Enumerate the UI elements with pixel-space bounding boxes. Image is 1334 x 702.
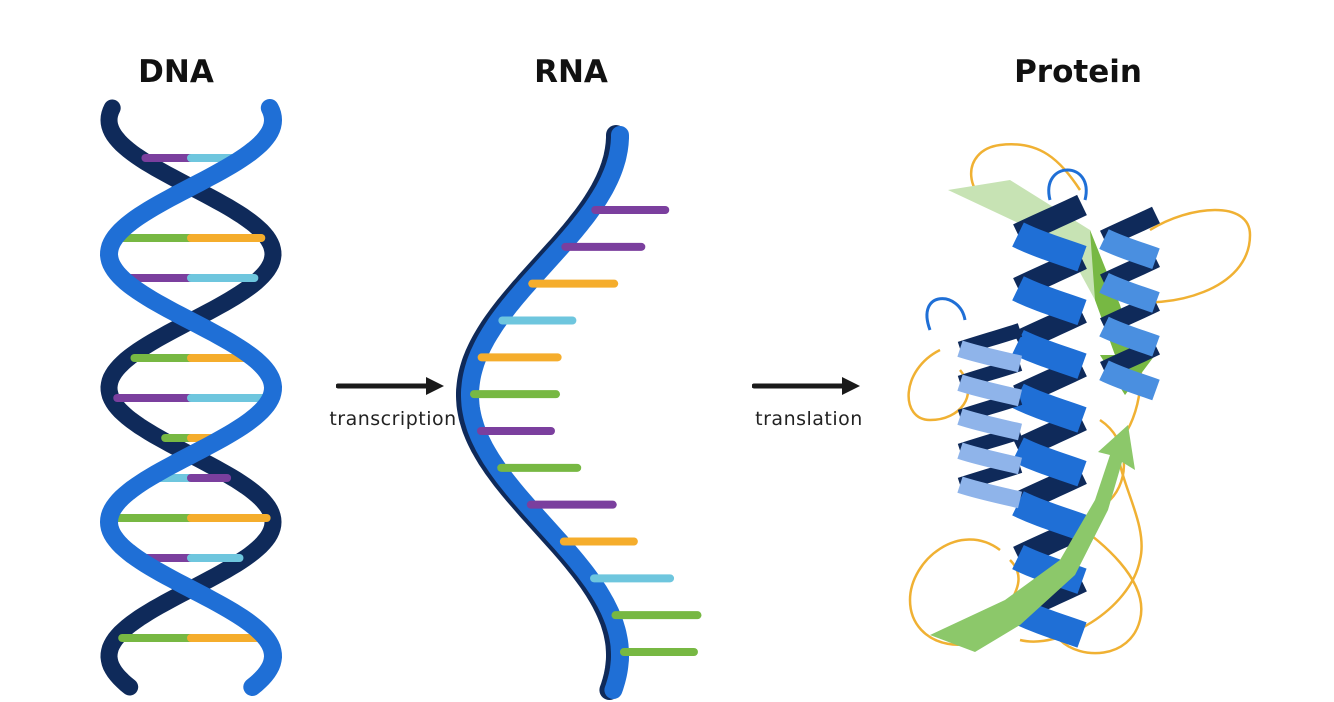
rna-bases [470,206,702,656]
translation-arrow [752,377,860,395]
alpha-helix-left [957,323,1023,509]
helix-turn-front [957,442,1023,475]
helix-turn-front [957,408,1023,441]
helix-turn-front [1012,222,1087,272]
helix-turn-front [1099,272,1160,313]
dna-title: DNA [138,54,214,90]
dna-base-pairs [111,154,271,642]
helix-turn-front [1099,316,1160,357]
helix-turn-front [957,374,1023,407]
helix-turn-front [1099,229,1160,270]
beta-sheet-bottom [930,425,1135,652]
protein-small-loops [925,168,1088,331]
helix-turn-front [1012,491,1087,541]
helix-turn-front [1099,360,1160,401]
dna-front-strand [99,99,283,696]
helix-turn-front [957,340,1023,373]
helix-turn-front [1012,329,1087,379]
rna-title: RNA [534,54,608,90]
rna-strand [461,126,629,699]
helix-turn-front [957,476,1023,509]
transcription-label: transcription [329,408,457,430]
helix-turn-front [1012,383,1087,433]
protein-title: Protein [1014,54,1142,90]
helix-turn-front [1012,437,1087,487]
transcription-arrow [336,377,444,395]
helix-turn-front [1012,276,1087,326]
translation-label: translation [755,408,863,430]
alpha-helix-right [1099,206,1160,401]
